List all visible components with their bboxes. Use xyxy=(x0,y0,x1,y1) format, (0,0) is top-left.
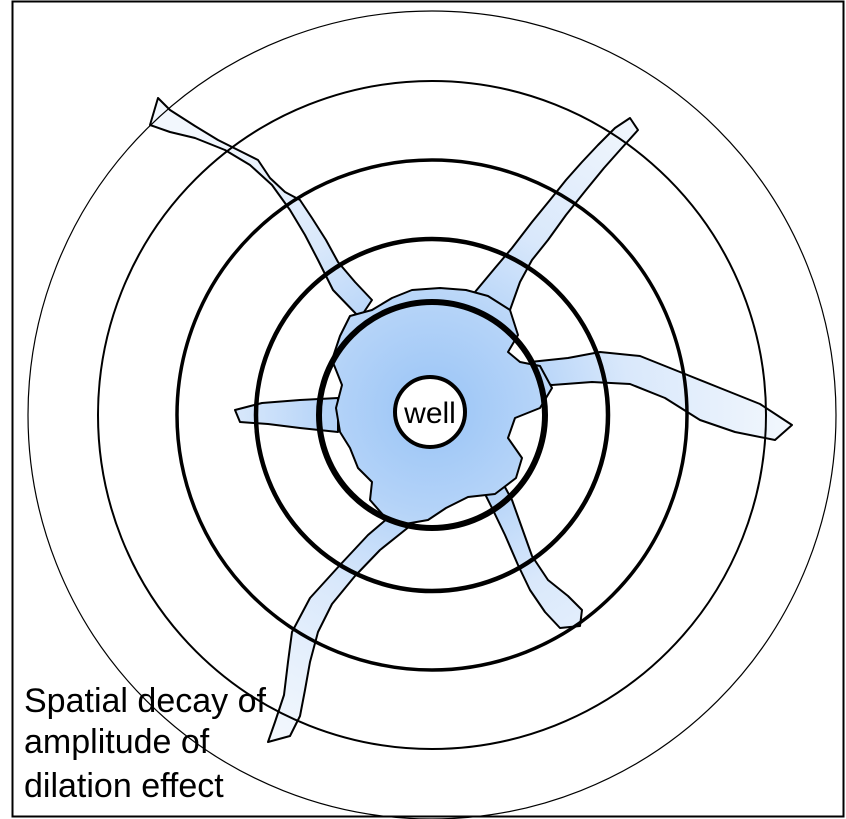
ring-5 xyxy=(27,10,837,819)
caption-line-2: amplitude of xyxy=(24,723,210,761)
decay-rings xyxy=(27,10,837,819)
well-circle xyxy=(393,375,467,449)
well-label: well xyxy=(403,397,456,430)
caption-line-1: Spatial decay of xyxy=(24,682,266,720)
fracture-branch-right xyxy=(529,351,793,441)
fracture-branch-lower-right xyxy=(481,477,583,629)
ring-3 xyxy=(175,158,689,672)
ring-4 xyxy=(97,80,767,750)
ring-2 xyxy=(253,236,611,594)
ring-1 xyxy=(316,299,548,531)
fracture-branch-lower-left xyxy=(267,511,411,743)
fracture-branch-left xyxy=(234,397,339,433)
caption: Spatial decay of amplitude of dilation e… xyxy=(24,682,266,805)
caption-line-3: dilation effect xyxy=(24,767,224,805)
fracture-branch-upper-right xyxy=(469,117,639,311)
